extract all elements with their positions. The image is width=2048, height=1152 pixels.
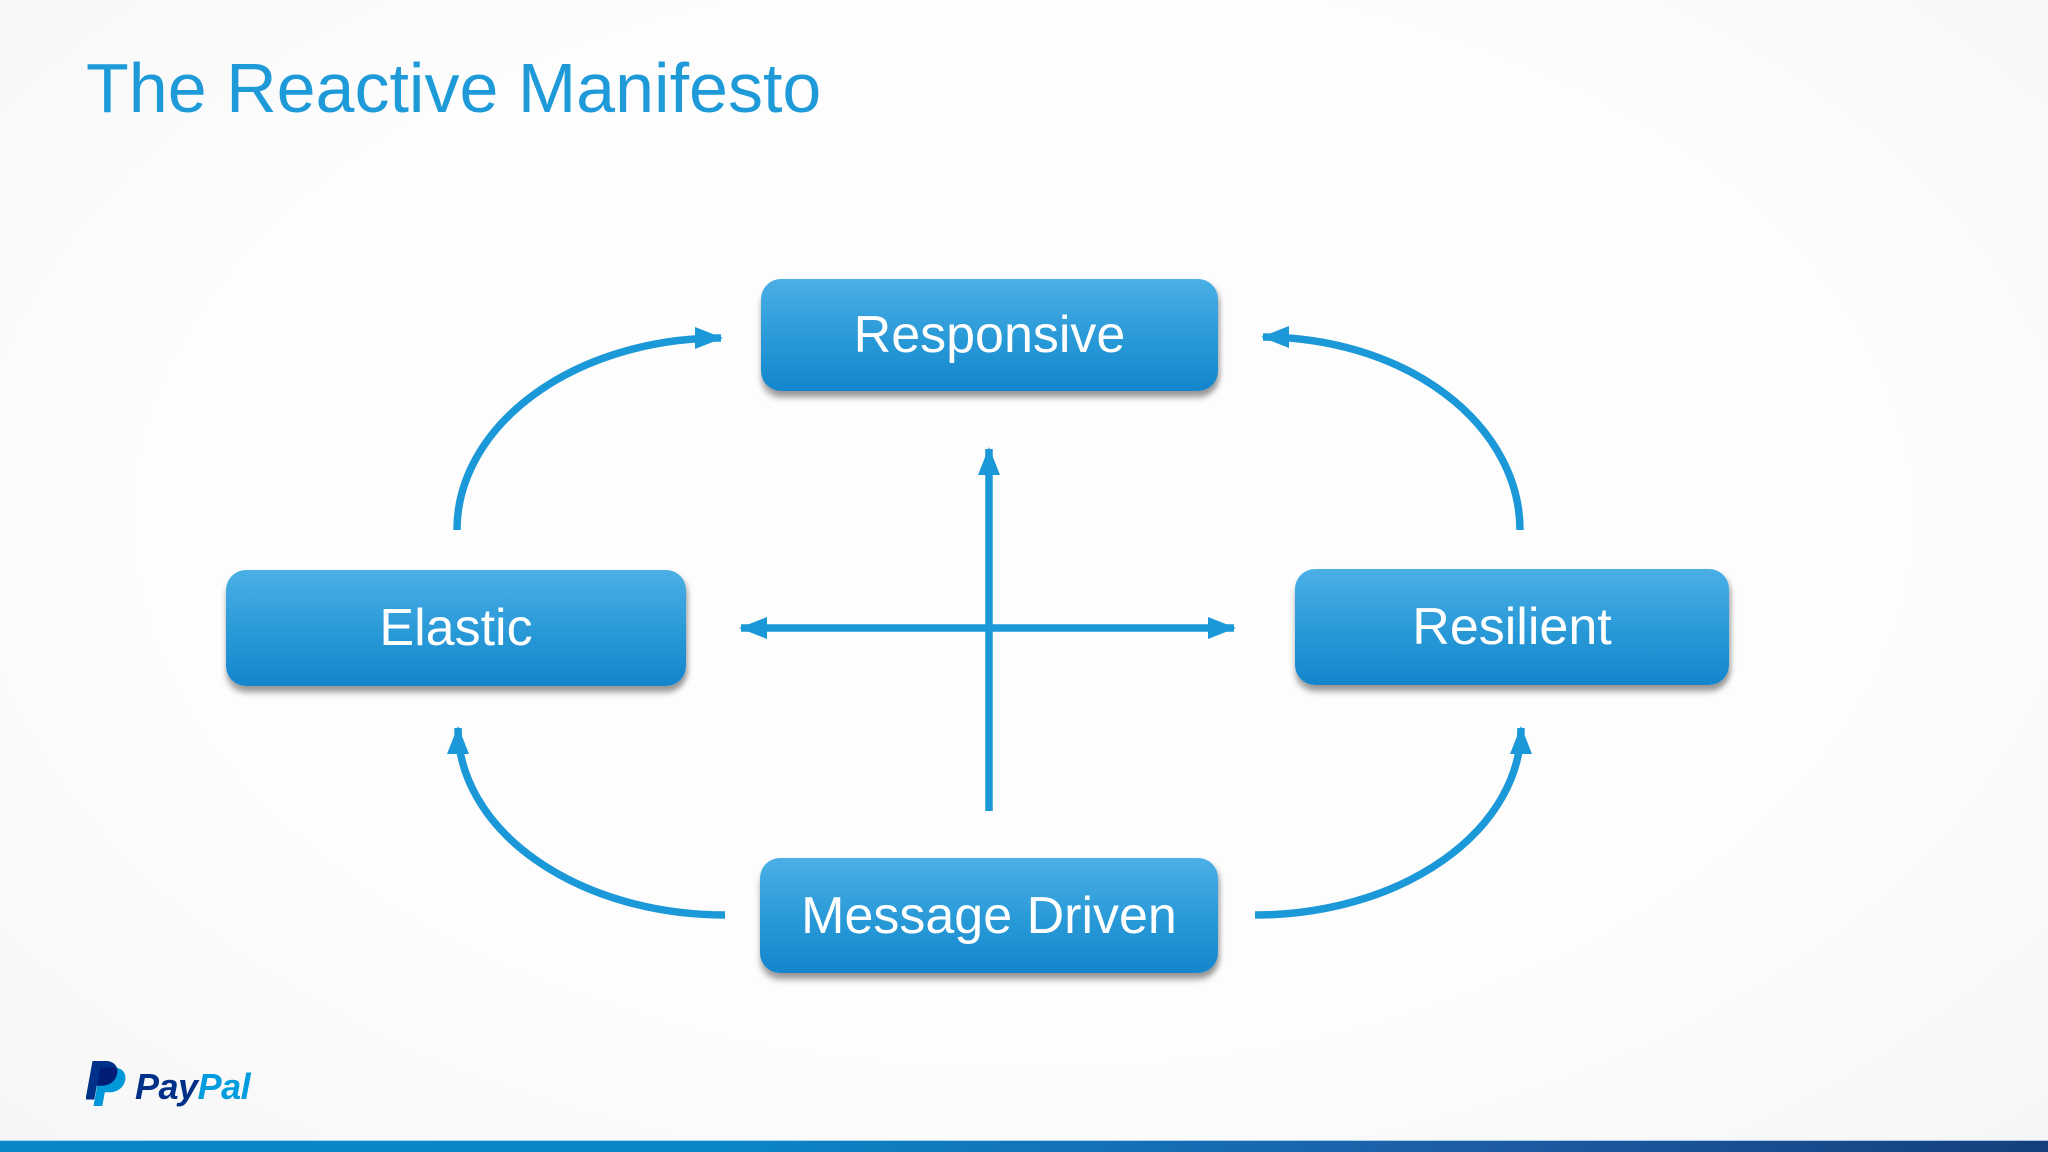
paypal-logo: PayPal — [86, 1060, 251, 1108]
footer-accent-bar — [0, 1140, 2048, 1152]
node-elastic: Elastic — [226, 570, 686, 686]
node-responsive: Responsive — [761, 279, 1218, 391]
node-resilient-label: Resilient — [1412, 598, 1612, 656]
node-elastic-label: Elastic — [379, 599, 533, 657]
arrow-message-to-resilient — [1254, 726, 1532, 919]
slide-title: The Reactive Manifesto — [86, 49, 822, 127]
arrow-message-to-elastic — [447, 726, 726, 919]
node-message-driven-label: Message Driven — [801, 886, 1177, 945]
arrow-elastic-to-responsive — [453, 327, 723, 531]
paypal-wordmark: PayPal — [135, 1060, 251, 1108]
paypal-wordmark-pal: Pal — [197, 1066, 251, 1107]
node-resilient: Resilient — [1295, 569, 1729, 685]
paypal-monogram-icon — [86, 1061, 126, 1106]
paypal-wordmark-pay: Pay — [135, 1066, 198, 1107]
node-responsive-label: Responsive — [853, 306, 1126, 364]
node-message-driven: Message Driven — [760, 858, 1218, 973]
arrow-resilient-to-responsive — [1261, 326, 1524, 531]
